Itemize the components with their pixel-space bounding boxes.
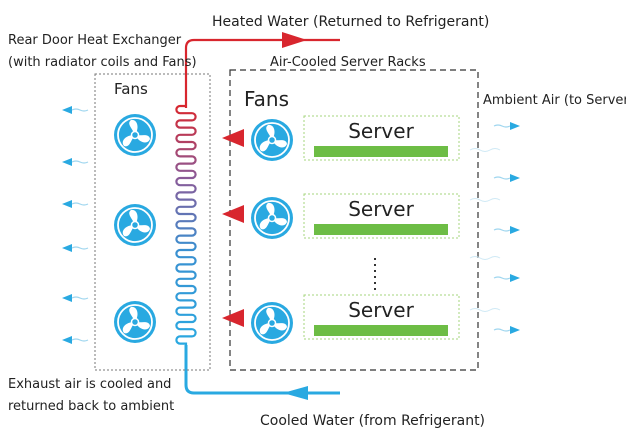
server-label: Server bbox=[348, 298, 414, 322]
ambient-arrow-icon bbox=[493, 273, 521, 283]
ambient-arrow-icon bbox=[493, 173, 521, 183]
heated-water-arrow bbox=[282, 32, 307, 48]
fan-icon bbox=[250, 196, 294, 240]
fans-rack-label: Fans bbox=[244, 87, 289, 111]
cooled-water-label: Cooled Water (from Refrigerant) bbox=[260, 413, 485, 429]
rear-door-label-1: Rear Door Heat Exchanger bbox=[8, 33, 182, 48]
air-wave bbox=[469, 256, 501, 260]
server-label: Server bbox=[348, 197, 414, 221]
ambient-arrow-icon bbox=[493, 325, 521, 335]
heated-water-pipe bbox=[184, 38, 340, 108]
air-wave bbox=[469, 198, 501, 202]
air-wave bbox=[469, 148, 501, 152]
fan-icon bbox=[113, 203, 157, 247]
fans-exchanger-label: Fans bbox=[114, 80, 148, 98]
exhaust-arrow-icon bbox=[61, 199, 89, 209]
ambient-arrow-icon bbox=[493, 121, 521, 131]
exhaust-arrow-icon bbox=[61, 293, 89, 303]
server-bar bbox=[314, 325, 448, 336]
server-box bbox=[303, 294, 460, 340]
exhaust-arrow-icon bbox=[61, 335, 89, 345]
air-cooled-racks-label: Air-Cooled Server Racks bbox=[270, 55, 426, 70]
fan-icon bbox=[113, 113, 157, 157]
exhaust-label-2: returned back to ambient bbox=[8, 399, 174, 414]
fan-icon bbox=[250, 301, 294, 345]
exhaust-label-1: Exhaust air is cooled and bbox=[8, 377, 171, 392]
rear-door-label-2: (with radiator coils and Fans) bbox=[8, 55, 197, 70]
exchanger-dotted-box bbox=[94, 73, 211, 371]
radiator-coil bbox=[175, 104, 197, 346]
server-bar bbox=[314, 224, 448, 235]
exhaust-arrow-icon bbox=[61, 157, 89, 167]
heat-arrow bbox=[222, 129, 244, 147]
ambient-air-label: Ambient Air (to Servers) bbox=[483, 93, 626, 108]
heat-arrow bbox=[222, 309, 244, 327]
heated-water-label: Heated Water (Returned to Refrigerant) bbox=[212, 14, 489, 30]
air-wave bbox=[469, 308, 501, 312]
fan-icon bbox=[250, 118, 294, 162]
exhaust-arrow-icon bbox=[61, 243, 89, 253]
server-box bbox=[303, 115, 460, 161]
server-rack-box bbox=[229, 69, 479, 371]
server-bar bbox=[314, 146, 448, 157]
cooled-water-pipe bbox=[184, 345, 340, 395]
exhaust-arrow-icon bbox=[61, 105, 89, 115]
heat-arrow bbox=[222, 205, 244, 223]
server-box bbox=[303, 193, 460, 239]
ambient-arrow-icon bbox=[493, 225, 521, 235]
cooled-water-arrow bbox=[283, 386, 308, 400]
server-label: Server bbox=[348, 119, 414, 143]
fan-icon bbox=[113, 300, 157, 344]
